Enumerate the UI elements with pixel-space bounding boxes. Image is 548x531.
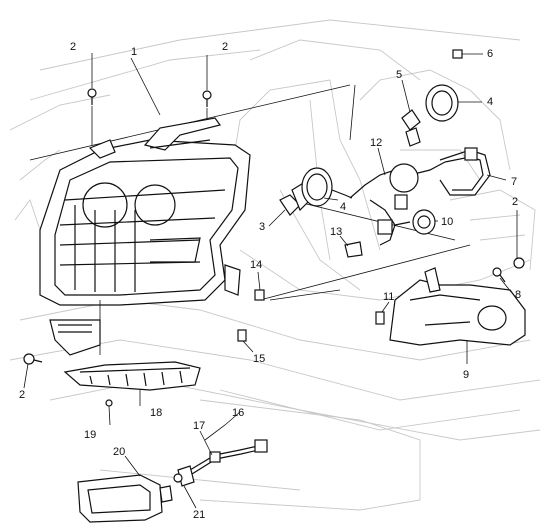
fog-lamp-harness-16 (189, 439, 268, 475)
callout-2-right: 2 (512, 196, 518, 208)
callout-13: 13 (330, 226, 342, 238)
screw-2-top-left (87, 88, 97, 105)
wiring-harness-12 (349, 161, 446, 246)
callout-21: 21 (193, 509, 205, 521)
callout-10: 10 (441, 216, 453, 228)
callout-7: 7 (511, 176, 517, 188)
callout-19: 19 (84, 429, 96, 441)
side-marker-18 (63, 361, 201, 391)
callout-1: 1 (131, 46, 137, 58)
callout-9: 9 (463, 369, 469, 381)
headlamp-assembly (39, 117, 251, 356)
bulb-socket-10 (412, 209, 436, 235)
callout-6: 6 (487, 48, 493, 60)
screw-8 (492, 267, 506, 283)
callout-17: 17 (193, 420, 205, 432)
clip-15 (237, 329, 247, 342)
callout-2-top-left: 2 (70, 41, 76, 53)
screw-2-top-right (202, 90, 212, 107)
fog-lamp-bulb-21 (173, 465, 195, 487)
clip-14 (254, 289, 265, 301)
callout-16: 16 (232, 407, 244, 419)
callout-labels: 2 1 2 6 5 4 12 7 4 2 10 3 13 14 8 11 15 … (19, 41, 521, 521)
leader-lines (23, 53, 518, 509)
nut-19 (105, 399, 113, 407)
callout-14: 14 (250, 259, 262, 271)
callout-2-bottom-left: 2 (19, 389, 25, 401)
callout-11: 11 (383, 291, 394, 303)
callout-2-top-right: 2 (222, 41, 228, 53)
callout-4-left: 4 (340, 201, 346, 213)
connector-13 (344, 241, 363, 258)
clip-6 (452, 49, 463, 59)
fog-lamp-20 (77, 474, 173, 523)
callout-18: 18 (150, 407, 162, 419)
callout-15: 15 (253, 353, 265, 365)
callout-12: 12 (370, 137, 382, 149)
connector-17 (209, 451, 221, 463)
callout-5: 5 (396, 69, 402, 81)
bulb-cover-right (425, 84, 459, 122)
callout-4-right: 4 (487, 96, 493, 108)
clip-11 (375, 311, 385, 325)
bulb-cover-left (301, 167, 353, 207)
screw-2-right (513, 257, 525, 269)
bracket-9 (389, 267, 526, 346)
high-beam-bulb (401, 109, 421, 147)
callout-3: 3 (259, 221, 265, 233)
callout-8: 8 (515, 289, 521, 301)
screw-2-bottom-left (23, 353, 43, 365)
callout-20: 20 (113, 446, 125, 458)
wiring-harness-7 (439, 147, 491, 196)
